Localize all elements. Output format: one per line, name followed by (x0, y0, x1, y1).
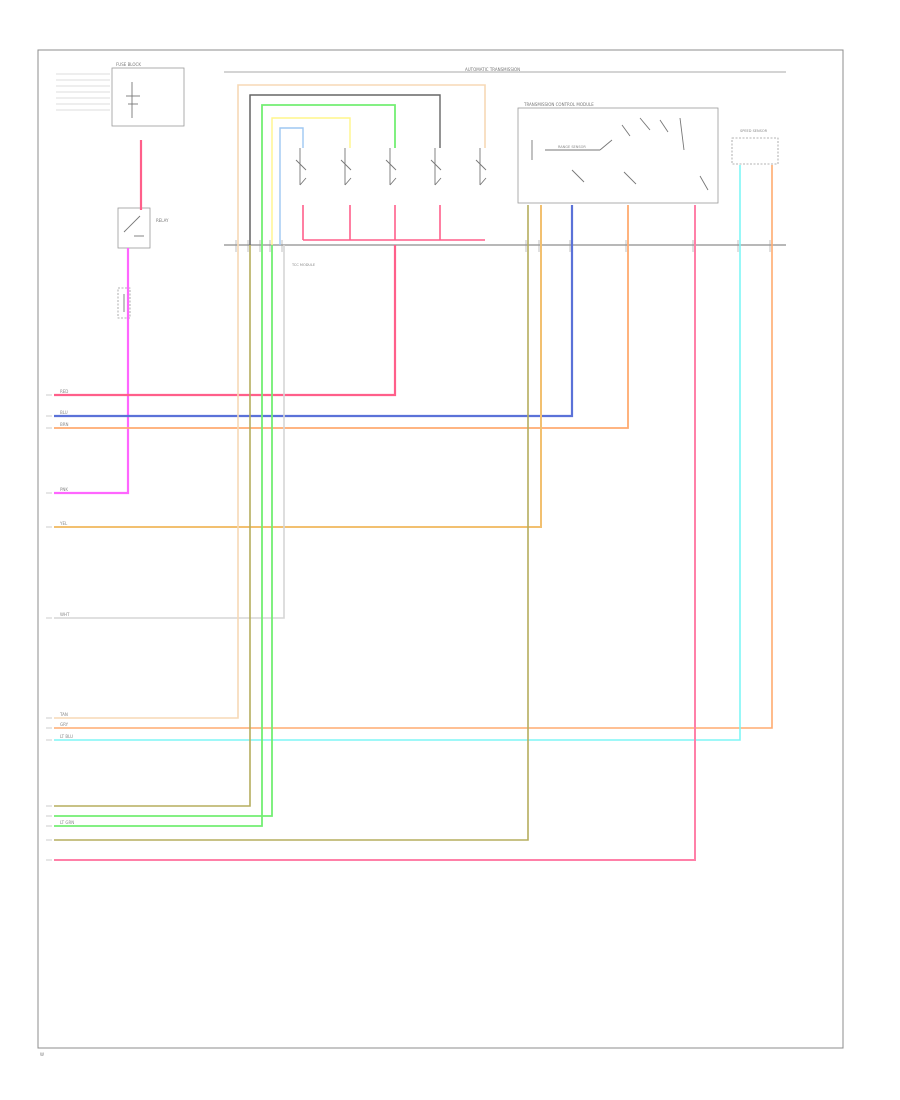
tcc-module-label: TCC MODULE (291, 263, 315, 267)
terminal-wht: WHT (60, 612, 70, 617)
terminal-yel: YEL (59, 521, 68, 526)
relay: RELAY (117, 207, 169, 249)
left-terminal-labels: RED BLU BRN PNK YEL WHT TAN GRY LT BLU L… (59, 389, 74, 825)
terminal-gry: GRY (60, 722, 69, 727)
left-terminal-ticks (46, 394, 52, 861)
header-label: AUTOMATIC TRANSMISSION (465, 67, 520, 72)
speed-sensor: SPEED SENSOR (731, 129, 779, 165)
terminal-tan: TAN (59, 712, 68, 717)
solenoid-4 (430, 148, 442, 186)
wire-blue (54, 205, 574, 418)
wire-yellow (271, 117, 351, 245)
range-sensor-box: TRANSMISSION CONTROL MODULE RANGE SENSOR (517, 102, 719, 204)
wire-olive-1 (54, 245, 251, 807)
bus-connector-stubs (235, 240, 771, 252)
wire-magenta (54, 248, 130, 495)
wire-gray (54, 245, 285, 619)
solenoid-2 (340, 148, 352, 186)
wire-green-3 (54, 245, 273, 817)
relay-label: RELAY (156, 218, 169, 223)
speed-sensor-label: SPEED SENSOR (740, 129, 768, 133)
wire-light-blue (279, 127, 304, 245)
wire-pink (54, 205, 696, 861)
fuse-block: FUSE BLOCK (56, 62, 185, 127)
solenoid-3 (385, 148, 397, 186)
wire-cyan (54, 165, 741, 741)
terminal-lt-grn: LT GRN (60, 820, 74, 825)
wire-gold (54, 205, 542, 528)
tcm-label: TRANSMISSION CONTROL MODULE (523, 102, 594, 107)
fuse-block-label: FUSE BLOCK (116, 62, 141, 67)
solenoid-1 (295, 148, 307, 186)
terminal-red: RED (60, 389, 68, 394)
solenoid-group (295, 148, 487, 186)
wire-tan-down (54, 245, 239, 719)
wire-orange (54, 205, 629, 429)
wire-olive-2 (54, 205, 529, 841)
diagram-frame (37, 49, 844, 1049)
wire-tan (237, 84, 486, 245)
terminal-brn: BRN (60, 422, 69, 427)
wire-green-2 (54, 245, 263, 827)
range-sensor-label: RANGE SENSOR (558, 145, 586, 149)
terminal-blu: BLU (60, 410, 68, 415)
solenoid-5 (475, 148, 487, 186)
terminal-lt-blu: LT BLU (60, 734, 73, 739)
switch-component (117, 287, 131, 319)
wire-red-solenoid-feed (54, 245, 397, 397)
wire-green-1 (261, 104, 396, 245)
footer-label: W (40, 1052, 44, 1057)
wire-orange-right (54, 165, 773, 729)
terminal-pnk: PNK (60, 487, 68, 492)
